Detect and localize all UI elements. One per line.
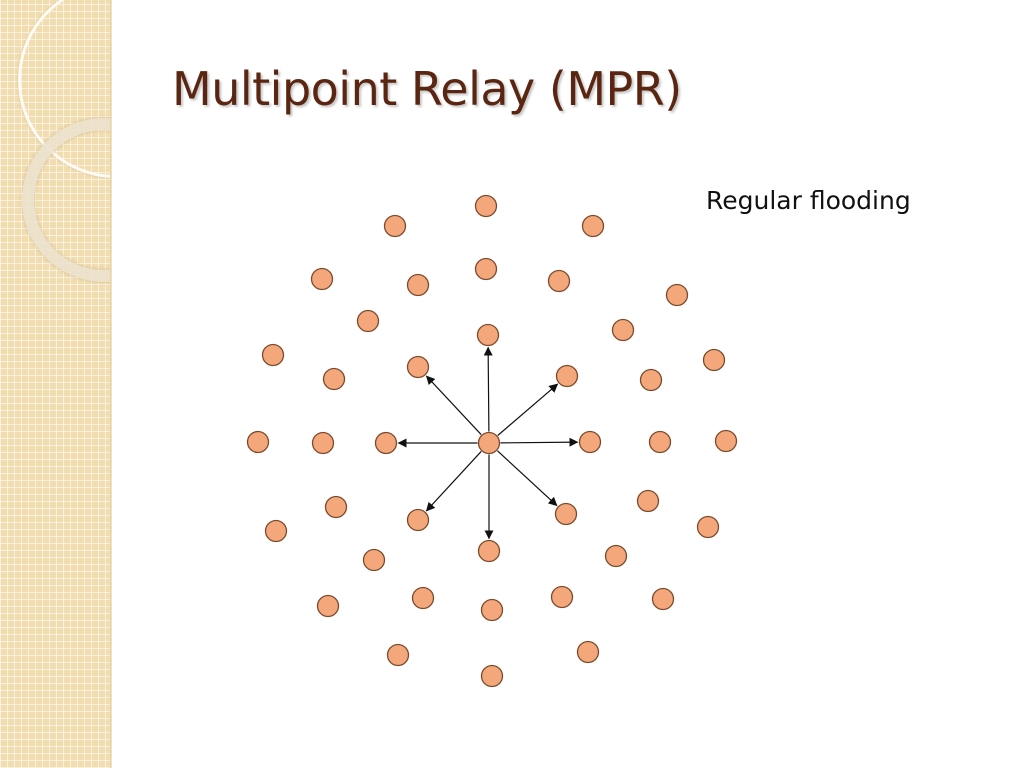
node-o-16: [480, 664, 504, 688]
arrow-center-to-n-top-left: [425, 375, 482, 436]
node-o-15: [386, 643, 410, 667]
node-o-5: [310, 267, 334, 291]
node-m-6: [639, 368, 663, 392]
node-m-14: [550, 585, 574, 609]
node-m-15: [411, 586, 435, 610]
node-n-bottom-right: [554, 502, 578, 526]
node-o-14: [576, 640, 600, 664]
node-m-13: [362, 548, 386, 572]
node-m-16: [480, 598, 504, 622]
node-o-11: [264, 519, 288, 543]
page-title: Multipoint Relay (MPR): [172, 62, 682, 116]
node-m-1: [474, 257, 498, 281]
node-o-2: [581, 214, 605, 238]
node-o-8: [714, 429, 738, 453]
node-m-7: [322, 367, 346, 391]
arrow-center-to-n-top-right: [497, 383, 559, 436]
node-n-bottom-left: [406, 508, 430, 532]
node-m-11: [324, 495, 348, 519]
node-m-5: [356, 309, 380, 333]
node-o-7: [261, 343, 285, 367]
node-m-10: [636, 489, 660, 513]
node-m-9: [311, 431, 335, 455]
diagram-label: Regular flooding: [706, 186, 911, 215]
node-m-12: [604, 544, 628, 568]
node-n-right: [578, 430, 602, 454]
node-m-4: [611, 318, 635, 342]
node-n-left: [374, 431, 398, 455]
node-o-10: [696, 515, 720, 539]
node-m-2: [547, 269, 571, 293]
decorative-sidebar: [0, 0, 112, 768]
arrow-center-to-n-bottom-right: [497, 450, 558, 507]
node-o-9: [246, 430, 270, 454]
node-o-3: [383, 214, 407, 238]
node-o-13: [316, 594, 340, 618]
node-m-8: [648, 430, 672, 454]
node-n-top: [476, 323, 500, 347]
node-o-1: [474, 194, 498, 218]
node-n-top-left: [406, 355, 430, 379]
node-o-12: [651, 587, 675, 611]
sidebar-edge: [110, 0, 112, 768]
arrow-center-to-n-right: [500, 437, 579, 447]
node-n-bottom: [477, 539, 501, 563]
arrow-center-to-n-top: [483, 346, 493, 432]
node-center: [477, 431, 501, 455]
node-o-6: [702, 348, 726, 372]
node-n-top-right: [555, 364, 579, 388]
arrow-center-to-n-bottom-left: [425, 451, 482, 512]
node-m-3: [406, 273, 430, 297]
node-o-4: [665, 283, 689, 307]
